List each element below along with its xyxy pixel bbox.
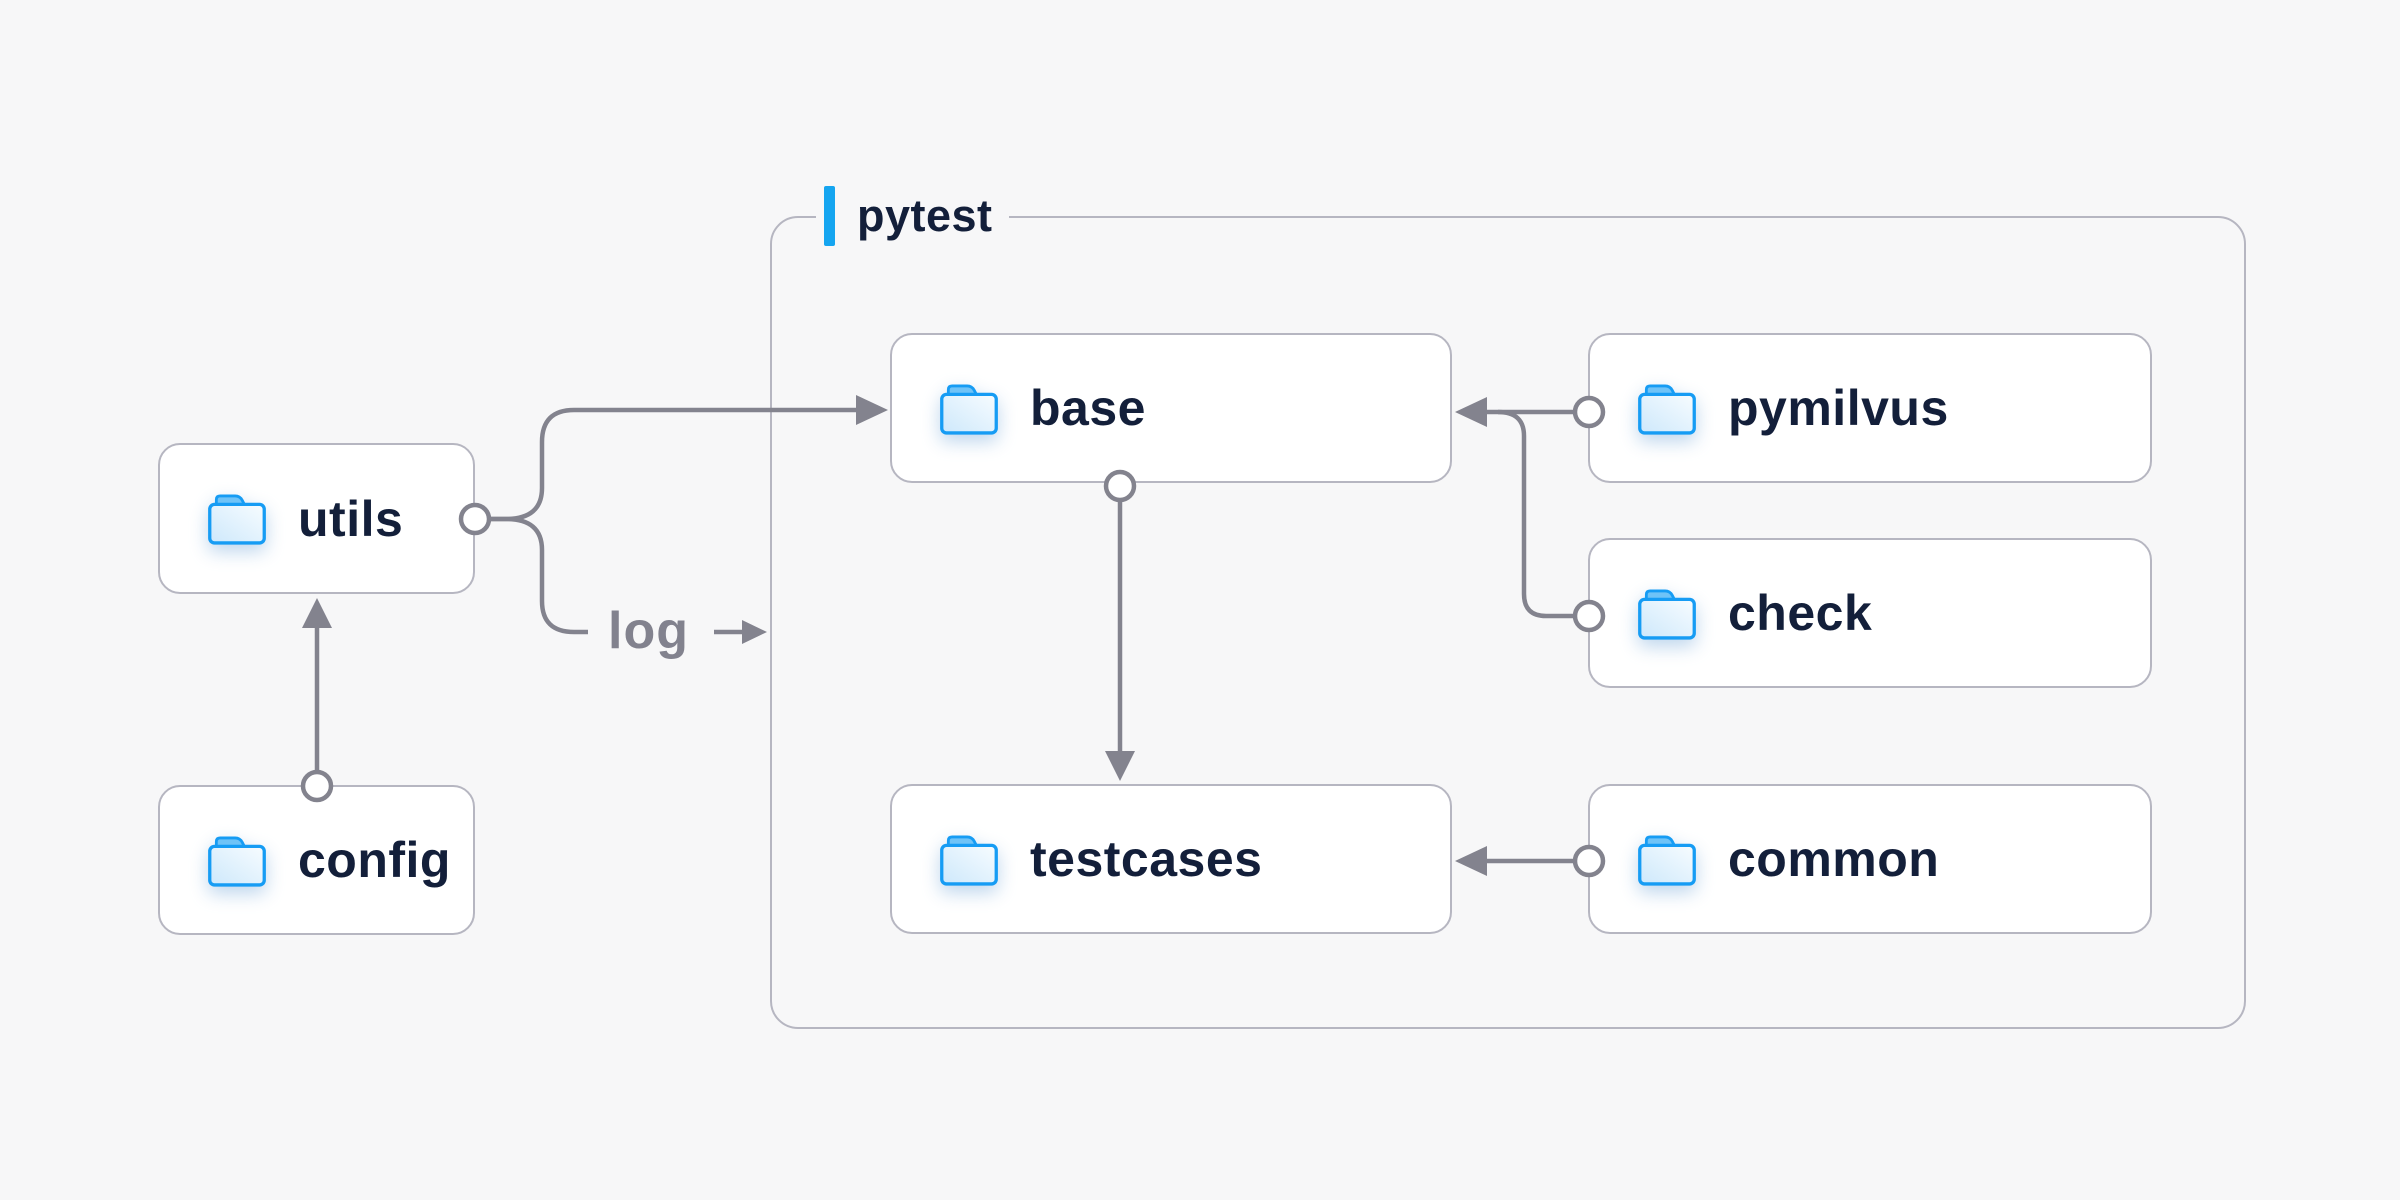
node-utils: utils xyxy=(158,443,475,594)
folder-icon xyxy=(1638,588,1696,640)
accent-bar xyxy=(824,186,835,246)
node-config-label: config xyxy=(298,832,451,888)
node-common-label: common xyxy=(1728,831,1940,887)
node-testcases: testcases xyxy=(890,784,1452,934)
folder-icon xyxy=(940,834,998,886)
folder-icon xyxy=(1638,834,1696,886)
pytest-group-title: pytest xyxy=(857,190,993,241)
pytest-group-box xyxy=(770,216,2246,1029)
node-base: base xyxy=(890,333,1452,483)
node-pymilvus: pymilvus xyxy=(1588,333,2152,483)
edge-config-utils xyxy=(302,598,332,771)
node-check-label: check xyxy=(1728,585,1873,641)
folder-icon xyxy=(208,835,266,887)
node-base-label: base xyxy=(1030,380,1146,436)
edge-log-label: log xyxy=(608,602,689,660)
node-utils-label: utils xyxy=(298,490,404,547)
node-testcases-label: testcases xyxy=(1030,831,1263,887)
node-check: check xyxy=(1588,538,2152,688)
folder-icon xyxy=(208,494,266,545)
pytest-group-label: pytest xyxy=(816,183,1009,249)
node-pymilvus-label: pymilvus xyxy=(1728,380,1949,436)
node-config: config xyxy=(158,785,475,935)
folder-icon xyxy=(1638,383,1696,435)
folder-icon xyxy=(940,383,998,435)
node-common: common xyxy=(1588,784,2152,934)
